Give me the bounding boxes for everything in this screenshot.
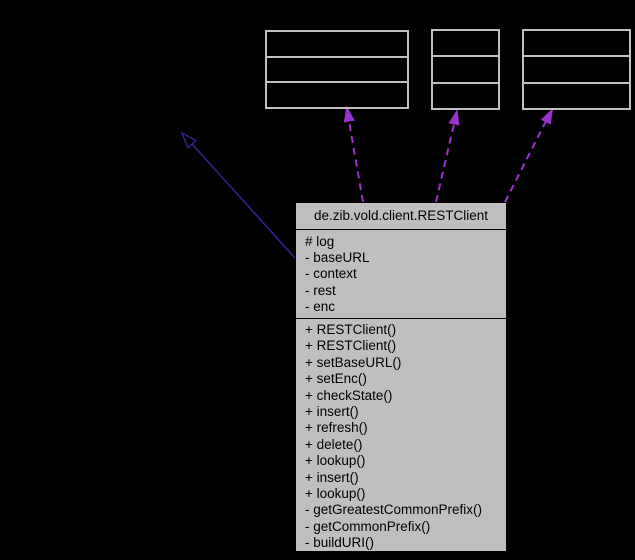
method-item: + RESTClient() (305, 322, 397, 337)
class-methods: + RESTClient()+ RESTClient()+ setBaseURL… (296, 319, 506, 552)
node-compartment (267, 32, 407, 56)
method-item: + lookup() (305, 453, 366, 469)
node-compartment (433, 55, 498, 81)
method-item: - getGreatestCommonPrefix() (305, 502, 483, 518)
method-item: + setBaseURL() (305, 354, 402, 370)
node-compartment (524, 55, 629, 81)
method-item: + checkState() (305, 387, 393, 403)
method-item: - buildURI() (305, 535, 375, 551)
node-compartment (433, 81, 498, 108)
class-title: de.zib.vold.client.RESTClient (296, 203, 506, 230)
usage-edge-2 (435, 108, 460, 203)
attribute-item: - context (305, 266, 357, 282)
usage-edge-3 (504, 107, 554, 203)
arrowhead-icon (343, 105, 355, 123)
method-item: + setEnc() (305, 371, 367, 387)
method-item: + delete() (305, 436, 363, 452)
inheritance-edge (180, 131, 296, 259)
node-compartment (267, 55, 407, 82)
class-attributes: # log- baseURL- context- rest- enc (296, 230, 506, 319)
arrowhead-icon (448, 108, 460, 126)
node-compartment (433, 31, 498, 55)
method-item: + insert() (305, 404, 359, 420)
method-item: + lookup() (305, 486, 366, 502)
node-compartment (267, 81, 407, 107)
method-item: + refresh() (305, 420, 368, 436)
method-item: + insert() (305, 469, 359, 485)
method-item: - getCommonPrefix() (305, 518, 431, 534)
attribute-item: - enc (305, 298, 336, 314)
arrowhead-icon (540, 107, 554, 125)
attribute-item: - baseURL (305, 250, 370, 266)
related-class-node-2 (431, 29, 500, 110)
attribute-item: - rest (305, 282, 336, 298)
node-compartment (524, 81, 629, 108)
class-node-restclient: de.zib.vold.client.RESTClient # log- bas… (295, 202, 507, 552)
usage-edge-1 (343, 105, 364, 203)
node-compartment (524, 31, 629, 55)
related-class-node-1 (265, 30, 409, 109)
open-arrowhead-icon (180, 131, 198, 149)
method-item: + RESTClient() (305, 338, 397, 354)
related-class-node-3 (522, 29, 631, 110)
attribute-item: # log (305, 234, 335, 249)
